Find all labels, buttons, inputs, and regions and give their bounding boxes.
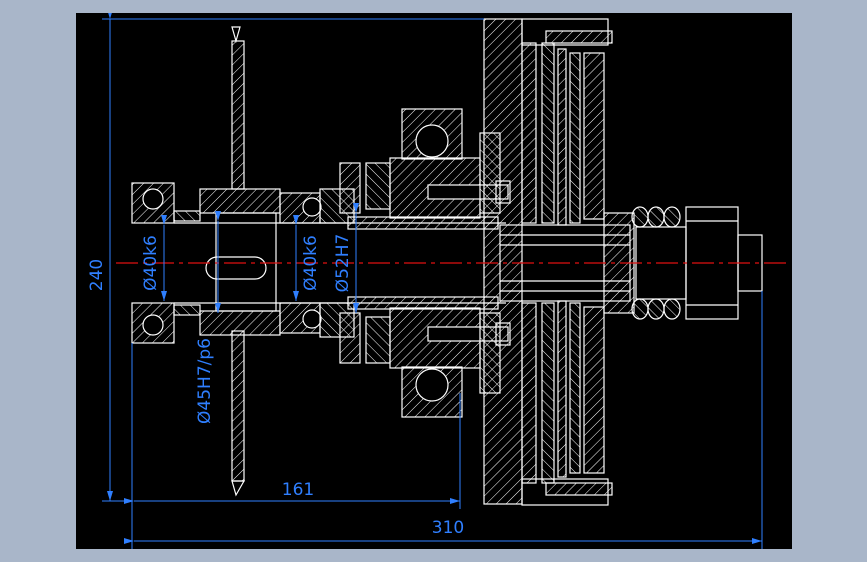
left-bearing-housing xyxy=(131,182,201,344)
dim-text-161: 161 xyxy=(282,480,314,500)
sprocket xyxy=(231,26,246,497)
clutch-housing xyxy=(479,18,523,505)
inner-hub xyxy=(389,157,511,369)
main-shaft xyxy=(174,216,506,310)
clutch-assembly-drawing: 240 161 310 Ø40k6 Ø45H7/p6 Ø40k6 Ø52H7 xyxy=(87,13,788,549)
sprocket-hub xyxy=(199,188,281,336)
dim-text-45h7-p6: Ø45H7/p6 xyxy=(195,338,215,424)
outer-bearing xyxy=(401,108,463,418)
dim-text-240: 240 xyxy=(87,259,107,291)
drawing-canvas: 240 161 310 Ø40k6 Ø45H7/p6 Ø40k6 Ø52H7 xyxy=(76,13,792,549)
dimension-lines xyxy=(102,13,763,549)
lock-nut xyxy=(339,162,391,364)
dim-text-52h7: Ø52H7 xyxy=(333,234,353,293)
dim-text-40k6-left: Ø40k6 xyxy=(141,235,161,291)
clutch-plates xyxy=(521,18,613,506)
dim-text-40k6-mid: Ø40k6 xyxy=(301,235,321,291)
dim-text-310: 310 xyxy=(432,518,464,538)
middle-bearing xyxy=(279,188,355,338)
